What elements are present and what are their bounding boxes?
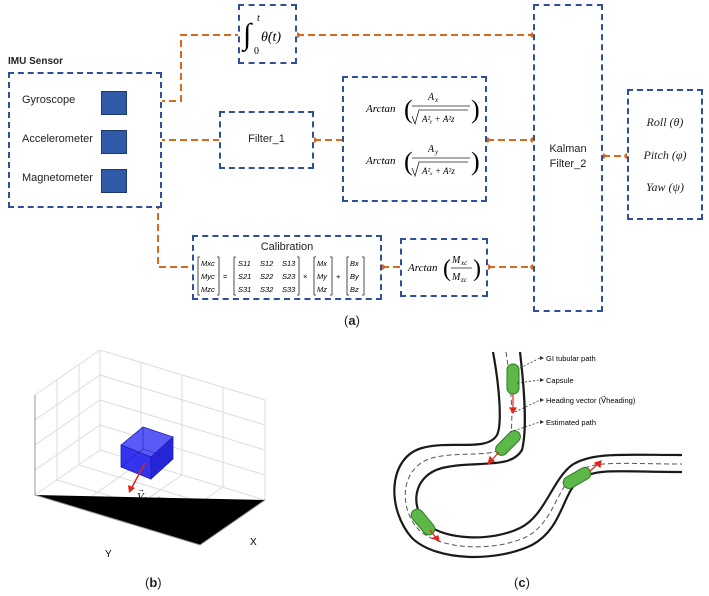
svg-text:S22: S22 — [260, 272, 274, 281]
svg-text:Mzc: Mzc — [201, 285, 215, 294]
svg-text:S32: S32 — [260, 285, 274, 294]
arctan-label-1: Arctan — [365, 103, 396, 115]
accelerometer-label: Accelerometer — [22, 133, 93, 145]
caption-c: (c) — [514, 575, 530, 590]
ay-sub: y — [434, 148, 439, 156]
gi-tract-walls — [393, 351, 683, 558]
svg-text:t: t — [257, 13, 260, 24]
mag-den: M — [451, 272, 461, 283]
gyroscope-label: Gyroscope — [22, 94, 76, 106]
capsule-markers — [410, 363, 592, 536]
arctan-label-2: Arctan — [365, 155, 396, 167]
caption-b: (b) — [145, 575, 162, 590]
svg-text:→: → — [137, 485, 145, 494]
integral-box: ∫ t 0 θ̇(t) — [238, 4, 297, 64]
svg-text:(: ( — [404, 147, 413, 176]
heading-box-solid — [120, 426, 174, 480]
arctan-accel-box: Arctan ( A x A²ᵧ + A²z ) Arctan ( A y A²… — [342, 76, 487, 202]
svg-text:×: × — [303, 272, 307, 281]
svg-text:S11: S11 — [238, 259, 251, 268]
filter1-box: Filter_1 — [219, 111, 314, 169]
svg-text:S12: S12 — [260, 259, 274, 268]
pitch-label: Pitch (φ) — [643, 148, 687, 162]
mag-den-sub: zc — [460, 276, 468, 284]
svg-text:∫: ∫ — [241, 18, 253, 53]
heading-vector-label-c: Heading vector (V⃗heading) — [546, 395, 636, 405]
svg-text:0: 0 — [254, 46, 259, 57]
svg-text:): ) — [471, 95, 480, 124]
yaw-label: Yaw (ψ) — [645, 180, 685, 194]
svg-text:Bx: Bx — [350, 259, 359, 268]
arctan-mag-box: Arctan ( M xc M zc ) — [400, 238, 488, 297]
svg-text:S33: S33 — [282, 285, 296, 294]
heading-vector-label: V — [137, 491, 145, 503]
svg-text:S21: S21 — [238, 272, 251, 281]
svg-text:): ) — [471, 147, 480, 176]
axis-y-label: Y — [105, 549, 112, 560]
svg-text:Myc: Myc — [201, 272, 215, 281]
axis-x-label: X — [250, 537, 257, 548]
svg-text:A²ᵧ + A²z: A²ᵧ + A²z — [421, 114, 455, 124]
ax-sub: x — [434, 96, 439, 104]
svg-text:Mx: Mx — [317, 259, 327, 268]
accelerometer-chip — [101, 130, 127, 154]
arctan-label-3: Arctan — [407, 262, 438, 274]
filter1-label: Filter_1 — [248, 133, 285, 145]
capsule-label: Capsule — [546, 376, 574, 385]
arctan-mag-formula: Arctan ( M xc M zc ) — [407, 255, 481, 284]
mag-num: M — [451, 255, 461, 266]
panel-b-3d-plot: V heading → Z Y X — [25, 349, 267, 560]
estimated-path — [404, 351, 683, 548]
panel-c-gi-path: GI tubular path Capsule Heading vector (… — [393, 351, 683, 558]
ax-num: A — [427, 92, 435, 103]
heading-arrow — [130, 462, 146, 490]
roll-label: Roll (θ) — [646, 115, 684, 129]
svg-text:=: = — [223, 272, 228, 281]
svg-text:Mz: Mz — [317, 285, 327, 294]
svg-text:θ̇(t): θ̇(t) — [261, 30, 281, 45]
outputs-box: Roll (θ) Pitch (φ) Yaw (ψ) — [627, 89, 703, 220]
estimated-path-label: Estimated path — [546, 418, 596, 427]
svg-text:S31: S31 — [238, 285, 251, 294]
calibration-label: Calibration — [260, 241, 314, 253]
imu-sensor-box: Gyroscope Accelerometer Magnetometer — [8, 72, 162, 208]
svg-text:(: ( — [404, 95, 413, 124]
arctan-accel-formulas: Arctan ( A x A²ᵧ + A²z ) Arctan ( A y A²… — [365, 92, 480, 178]
mag-num-sub: xc — [460, 259, 468, 267]
svg-text:): ) — [473, 256, 481, 282]
kalman-filter-box: Kalman Filter_2 — [533, 4, 603, 312]
heading-vector-sub: heading — [144, 496, 170, 505]
svg-text:My: My — [317, 272, 328, 281]
svg-text:S13: S13 — [282, 259, 296, 268]
magnetometer-chip — [101, 169, 127, 193]
gi-tubular-path-label: GI tubular path — [546, 354, 596, 363]
svg-text:+: + — [336, 272, 341, 281]
svg-text:By: By — [350, 272, 360, 281]
kalman-label-2: Filter_2 — [549, 158, 587, 170]
svg-text:(: ( — [443, 256, 451, 282]
svg-text:Mxc: Mxc — [201, 259, 215, 268]
kalman-label-1: Kalman — [549, 143, 587, 155]
svg-text:Bz: Bz — [350, 285, 359, 294]
gyroscope-chip — [101, 91, 127, 115]
integral-formula: ∫ t 0 θ̇(t) — [241, 13, 281, 57]
ay-num: A — [427, 144, 435, 155]
magnetometer-label: Magnetometer — [22, 172, 93, 184]
imu-title: IMU Sensor — [8, 56, 64, 67]
caption-a: (a) — [344, 313, 360, 328]
svg-text:A²ₓ + A²z: A²ₓ + A²z — [421, 166, 455, 176]
svg-text:S23: S23 — [282, 272, 296, 281]
heading-arrows — [429, 394, 602, 543]
